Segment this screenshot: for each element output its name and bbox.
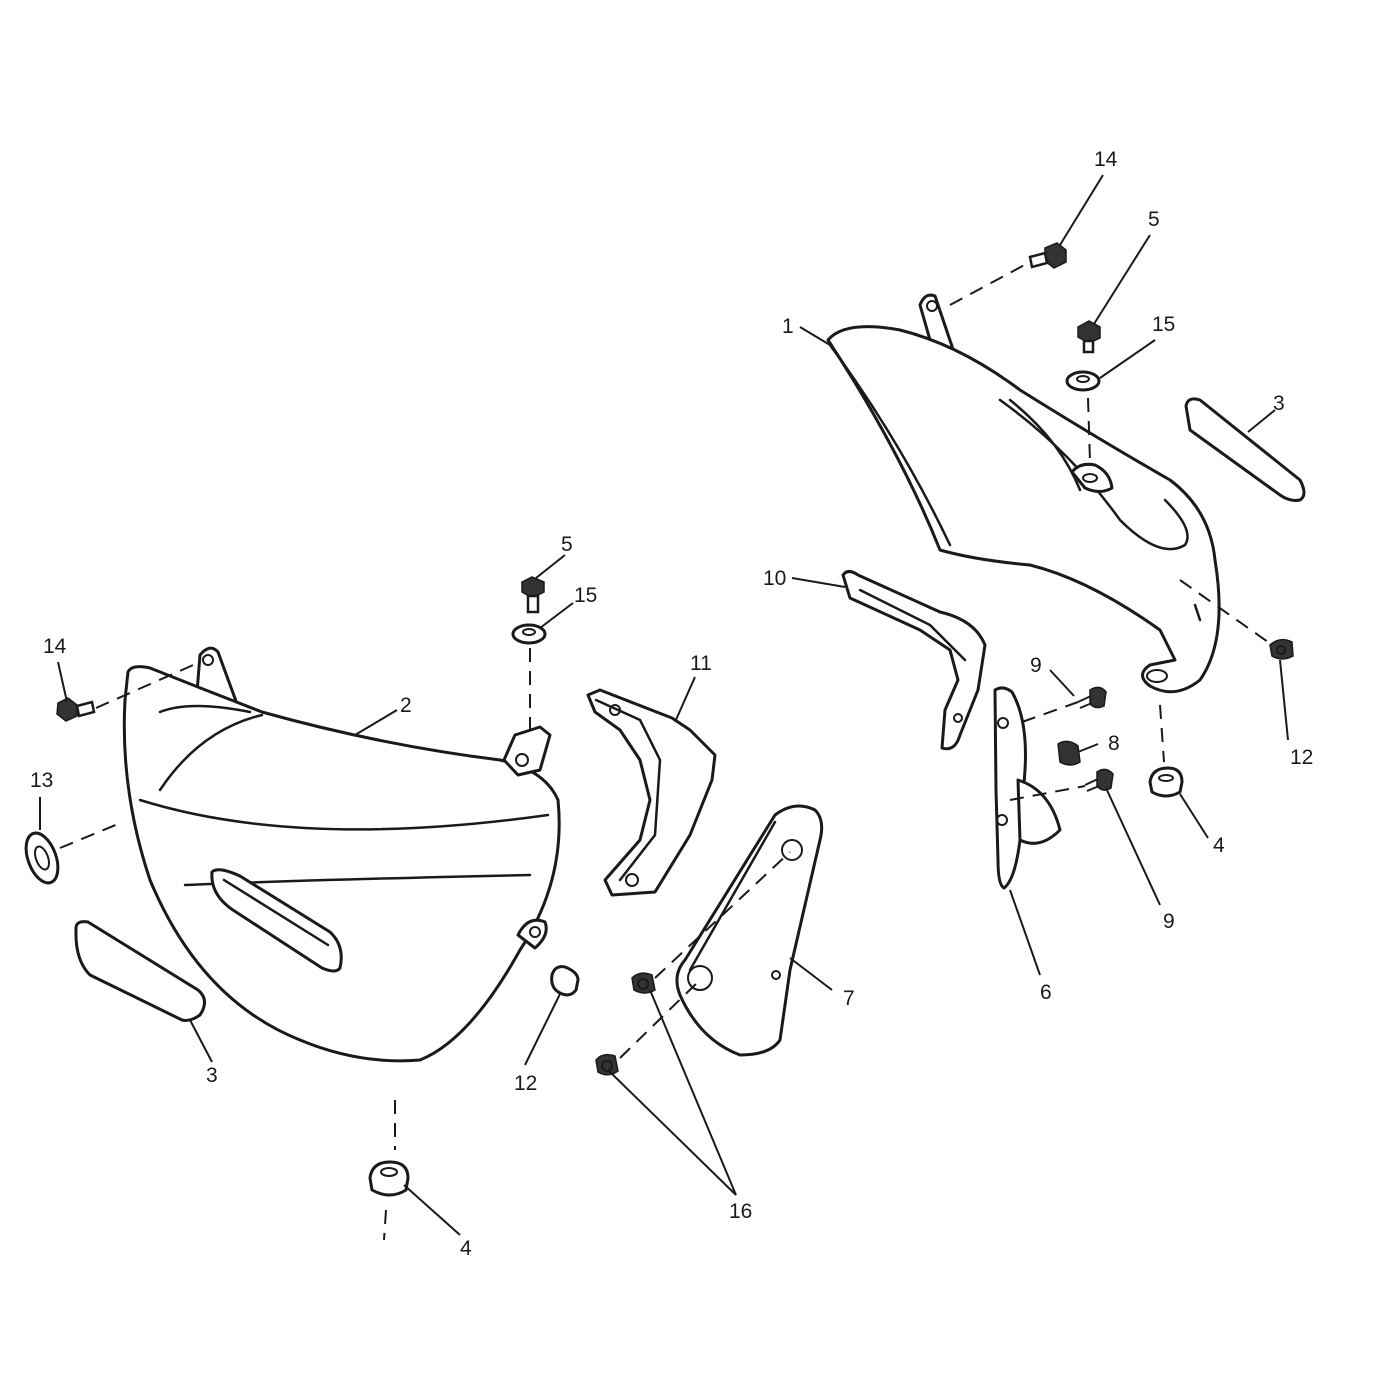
callout-4-left: 4 [460,1237,472,1260]
callout-4-right: 4 [1213,834,1225,857]
callout-5-right: 5 [1148,208,1160,231]
callout-9-lower: 9 [1163,910,1175,933]
callout-2: 2 [400,694,412,717]
left-side-panel [122,646,561,1063]
clip-8 [1057,740,1081,766]
bracket-10 [841,570,987,751]
callout-5-left: 5 [561,533,573,556]
left-bolt-5 [521,576,545,614]
callout-1: 1 [782,315,794,338]
leader-lines [39,174,1289,1236]
callout-16: 16 [729,1200,752,1223]
callout-labels: 1 2 3 3 4 4 5 5 6 7 8 9 9 10 11 12 12 13… [30,148,1313,1260]
callout-12-right: 12 [1290,746,1313,769]
right-bolt-5 [1077,320,1101,354]
left-grommet-12 [550,965,580,997]
left-washer-15 [511,623,547,645]
callout-15-left: 15 [574,584,597,607]
screw-9-lower [1084,768,1114,792]
callout-7: 7 [843,987,855,1010]
right-washer-15 [1065,370,1101,392]
right-grommet-12 [1269,638,1294,660]
plate-7 [675,804,824,1057]
left-washer-13 [24,831,60,885]
right-grommet-4 [1148,766,1184,798]
left-grommet-4 [368,1160,410,1197]
bracket-11 [586,688,717,897]
callout-10: 10 [763,567,786,590]
callout-11: 11 [690,652,712,675]
callout-14-left: 14 [43,635,67,658]
alignment-lines [59,261,1269,1241]
callout-6: 6 [1040,981,1052,1004]
badge-6 [993,686,1062,890]
right-screw-14 [1028,242,1067,269]
screw-9-upper [1077,686,1107,709]
callout-13: 13 [30,769,53,792]
callout-15-right: 15 [1152,313,1175,336]
left-badge [74,920,206,1022]
callout-14-right: 14 [1094,148,1118,171]
callout-12-left: 12 [514,1072,537,1095]
right-badge [1184,397,1306,502]
fasteners-16 [595,972,656,1076]
right-cover [826,293,1221,694]
callout-8: 8 [1108,732,1120,755]
callout-3-left: 3 [206,1064,218,1087]
left-screw-14 [56,697,96,722]
callout-9-upper: 9 [1030,654,1042,677]
callout-3-right: 3 [1273,392,1285,415]
